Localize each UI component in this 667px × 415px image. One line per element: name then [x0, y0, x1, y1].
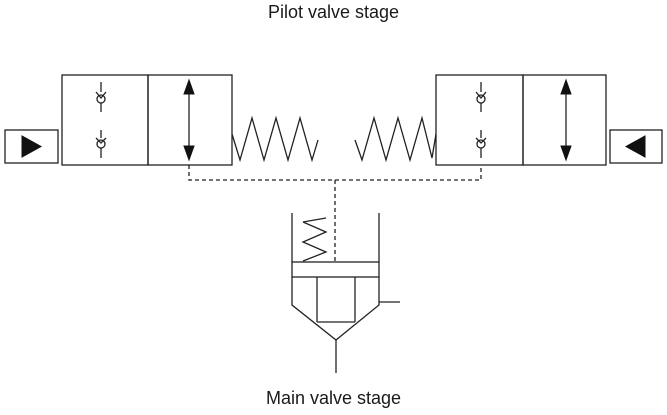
left-flow-arrow — [183, 78, 195, 162]
right-actuator — [609, 129, 663, 164]
play-arrow-left-icon — [624, 135, 646, 158]
right-valve-flow-block — [522, 74, 607, 166]
right-valve-check-block — [435, 74, 524, 166]
right-flow-arrow — [560, 78, 572, 162]
main-valve — [291, 213, 400, 373]
left-valve-flow-block — [147, 74, 233, 166]
left-check-valve-lower — [95, 130, 107, 158]
main-valve-piston — [291, 261, 380, 278]
right-check-valve-upper — [475, 82, 487, 112]
main-valve-spring — [301, 221, 328, 262]
left-actuator — [4, 129, 59, 164]
right-pilot-valve — [354, 74, 663, 166]
play-arrow-right-icon — [21, 135, 43, 158]
pilot-stage-label: Pilot valve stage — [267, 2, 400, 22]
main-stage-label: Main valve stage — [265, 388, 402, 408]
left-pilot-valve — [4, 74, 319, 166]
left-valve-check-block — [61, 74, 149, 166]
left-actuator-box — [4, 129, 59, 164]
left-check-valve-upper — [95, 82, 107, 112]
right-spring — [354, 115, 437, 163]
left-spring — [231, 115, 319, 163]
pilot-line — [188, 165, 482, 262]
right-check-valve-lower — [475, 130, 487, 158]
main-valve-body — [291, 277, 380, 341]
right-actuator-box — [609, 129, 663, 164]
